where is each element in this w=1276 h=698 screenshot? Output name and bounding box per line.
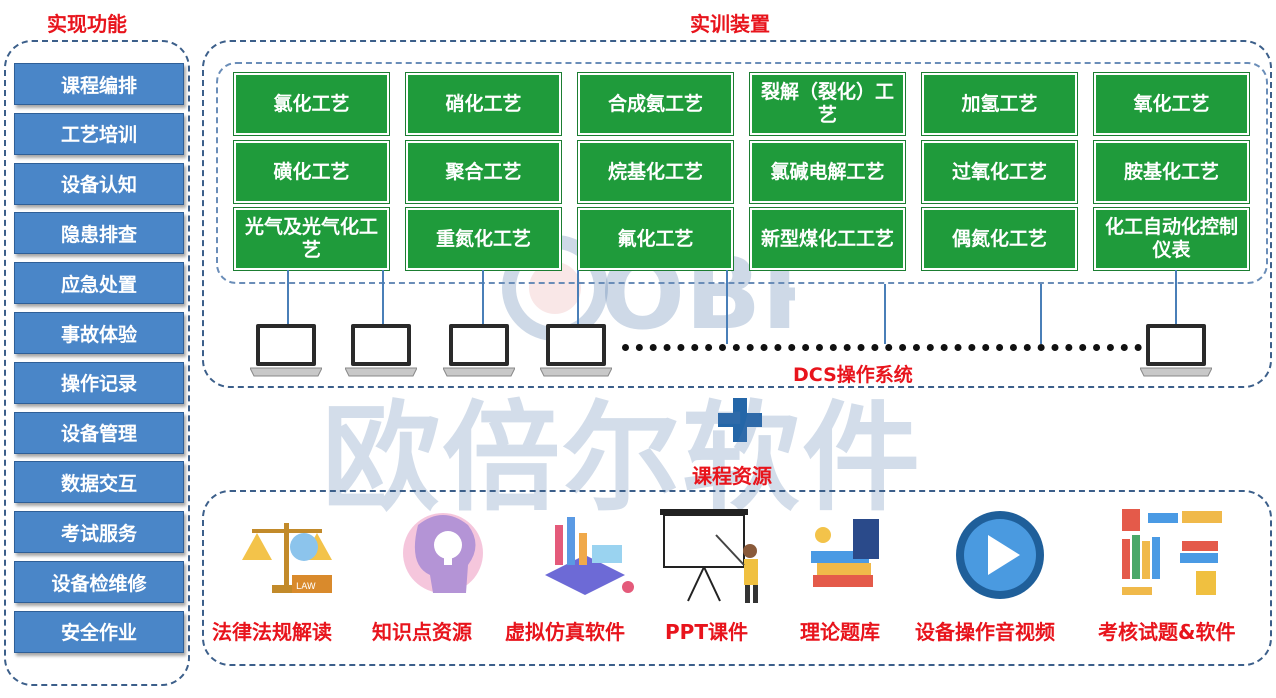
book-stack-icon [811,519,879,587]
process-card[interactable]: 重氮化工艺 [405,207,562,271]
functions-title: 实现功能 [47,12,127,36]
connector-line [482,270,484,324]
resource-label[interactable]: 法律法规解读 [212,620,332,644]
resource-label[interactable]: 虚拟仿真软件 [505,620,625,644]
laptop-icon[interactable] [250,322,322,380]
function-item[interactable]: 工艺培训 [14,112,184,155]
dcs-label: DCS操作系统 [793,364,913,386]
process-card[interactable]: 新型煤化工工艺 [749,207,906,271]
simulation-dashboard-icon [545,517,634,595]
functions-panel [4,40,190,686]
course-panel [202,490,1272,666]
function-item[interactable]: 设备管理 [14,411,184,454]
resource-label[interactable]: 考核试题&软件 [1098,620,1236,644]
video-play-icon [956,511,1044,599]
resource-label[interactable]: 理论题库 [800,620,880,644]
connector-line [726,270,728,344]
plus-icon [718,398,762,442]
connector-line [382,270,384,324]
devices-title: 实训装置 [690,12,770,36]
resource-label[interactable]: 设备操作音视频 [915,620,1055,644]
presentation-board-icon [660,509,758,603]
dcs-network-dots [622,344,1142,351]
course-title: 课程资源 [692,464,772,488]
function-item[interactable]: 操作记录 [14,361,184,404]
process-card[interactable]: 光气及光气化工艺 [233,207,390,271]
process-card[interactable]: 氯化工艺 [233,72,390,136]
laptop-icon[interactable] [345,322,417,380]
resource-label[interactable]: PPT课件 [665,620,748,644]
laptop-icon[interactable] [443,322,515,380]
resource-label[interactable]: 知识点资源 [372,620,472,644]
process-card[interactable]: 磺化工艺 [233,140,390,204]
process-card[interactable]: 偶氮化工艺 [921,207,1078,271]
process-grid-frame [216,62,1268,284]
process-card[interactable]: 氯碱电解工艺 [749,140,906,204]
function-item[interactable]: 安全作业 [14,610,184,653]
connector-line [577,270,579,324]
process-card[interactable]: 胺基化工艺 [1093,140,1250,204]
process-card[interactable]: 化工自动化控制仪表 [1093,207,1250,271]
books-shelf-icon [1122,509,1222,595]
laptop-icon[interactable] [1140,322,1212,380]
function-item[interactable]: 隐患排查 [14,212,184,255]
process-card[interactable]: 加氢工艺 [921,72,1078,136]
svg-text:LAW: LAW [296,582,316,592]
scales-of-justice-icon: LAW [242,523,332,593]
laptop-icon[interactable] [540,322,612,380]
process-card[interactable]: 氟化工艺 [577,207,734,271]
process-card[interactable]: 合成氨工艺 [577,72,734,136]
process-card[interactable]: 烷基化工艺 [577,140,734,204]
devices-panel [202,40,1272,388]
process-card[interactable]: 硝化工艺 [405,72,562,136]
process-card[interactable]: 氧化工艺 [1093,72,1250,136]
function-item[interactable]: 数据交互 [14,461,184,504]
function-item[interactable]: 事故体验 [14,312,184,354]
function-item[interactable]: 考试服务 [14,511,184,554]
function-item[interactable]: 课程编排 [14,63,184,105]
connector-line [1175,270,1177,324]
function-item[interactable]: 设备检维修 [14,561,184,603]
function-item[interactable]: 设备认知 [14,162,184,205]
process-card[interactable]: 裂解（裂化）工艺 [749,72,906,136]
connector-line [1040,284,1042,344]
process-card[interactable]: 聚合工艺 [405,140,562,204]
connector-line [287,270,289,324]
brain-lightbulb-icon [403,513,483,593]
process-card[interactable]: 过氧化工艺 [921,140,1078,204]
connector-line [884,284,886,344]
function-item[interactable]: 应急处置 [14,262,184,305]
